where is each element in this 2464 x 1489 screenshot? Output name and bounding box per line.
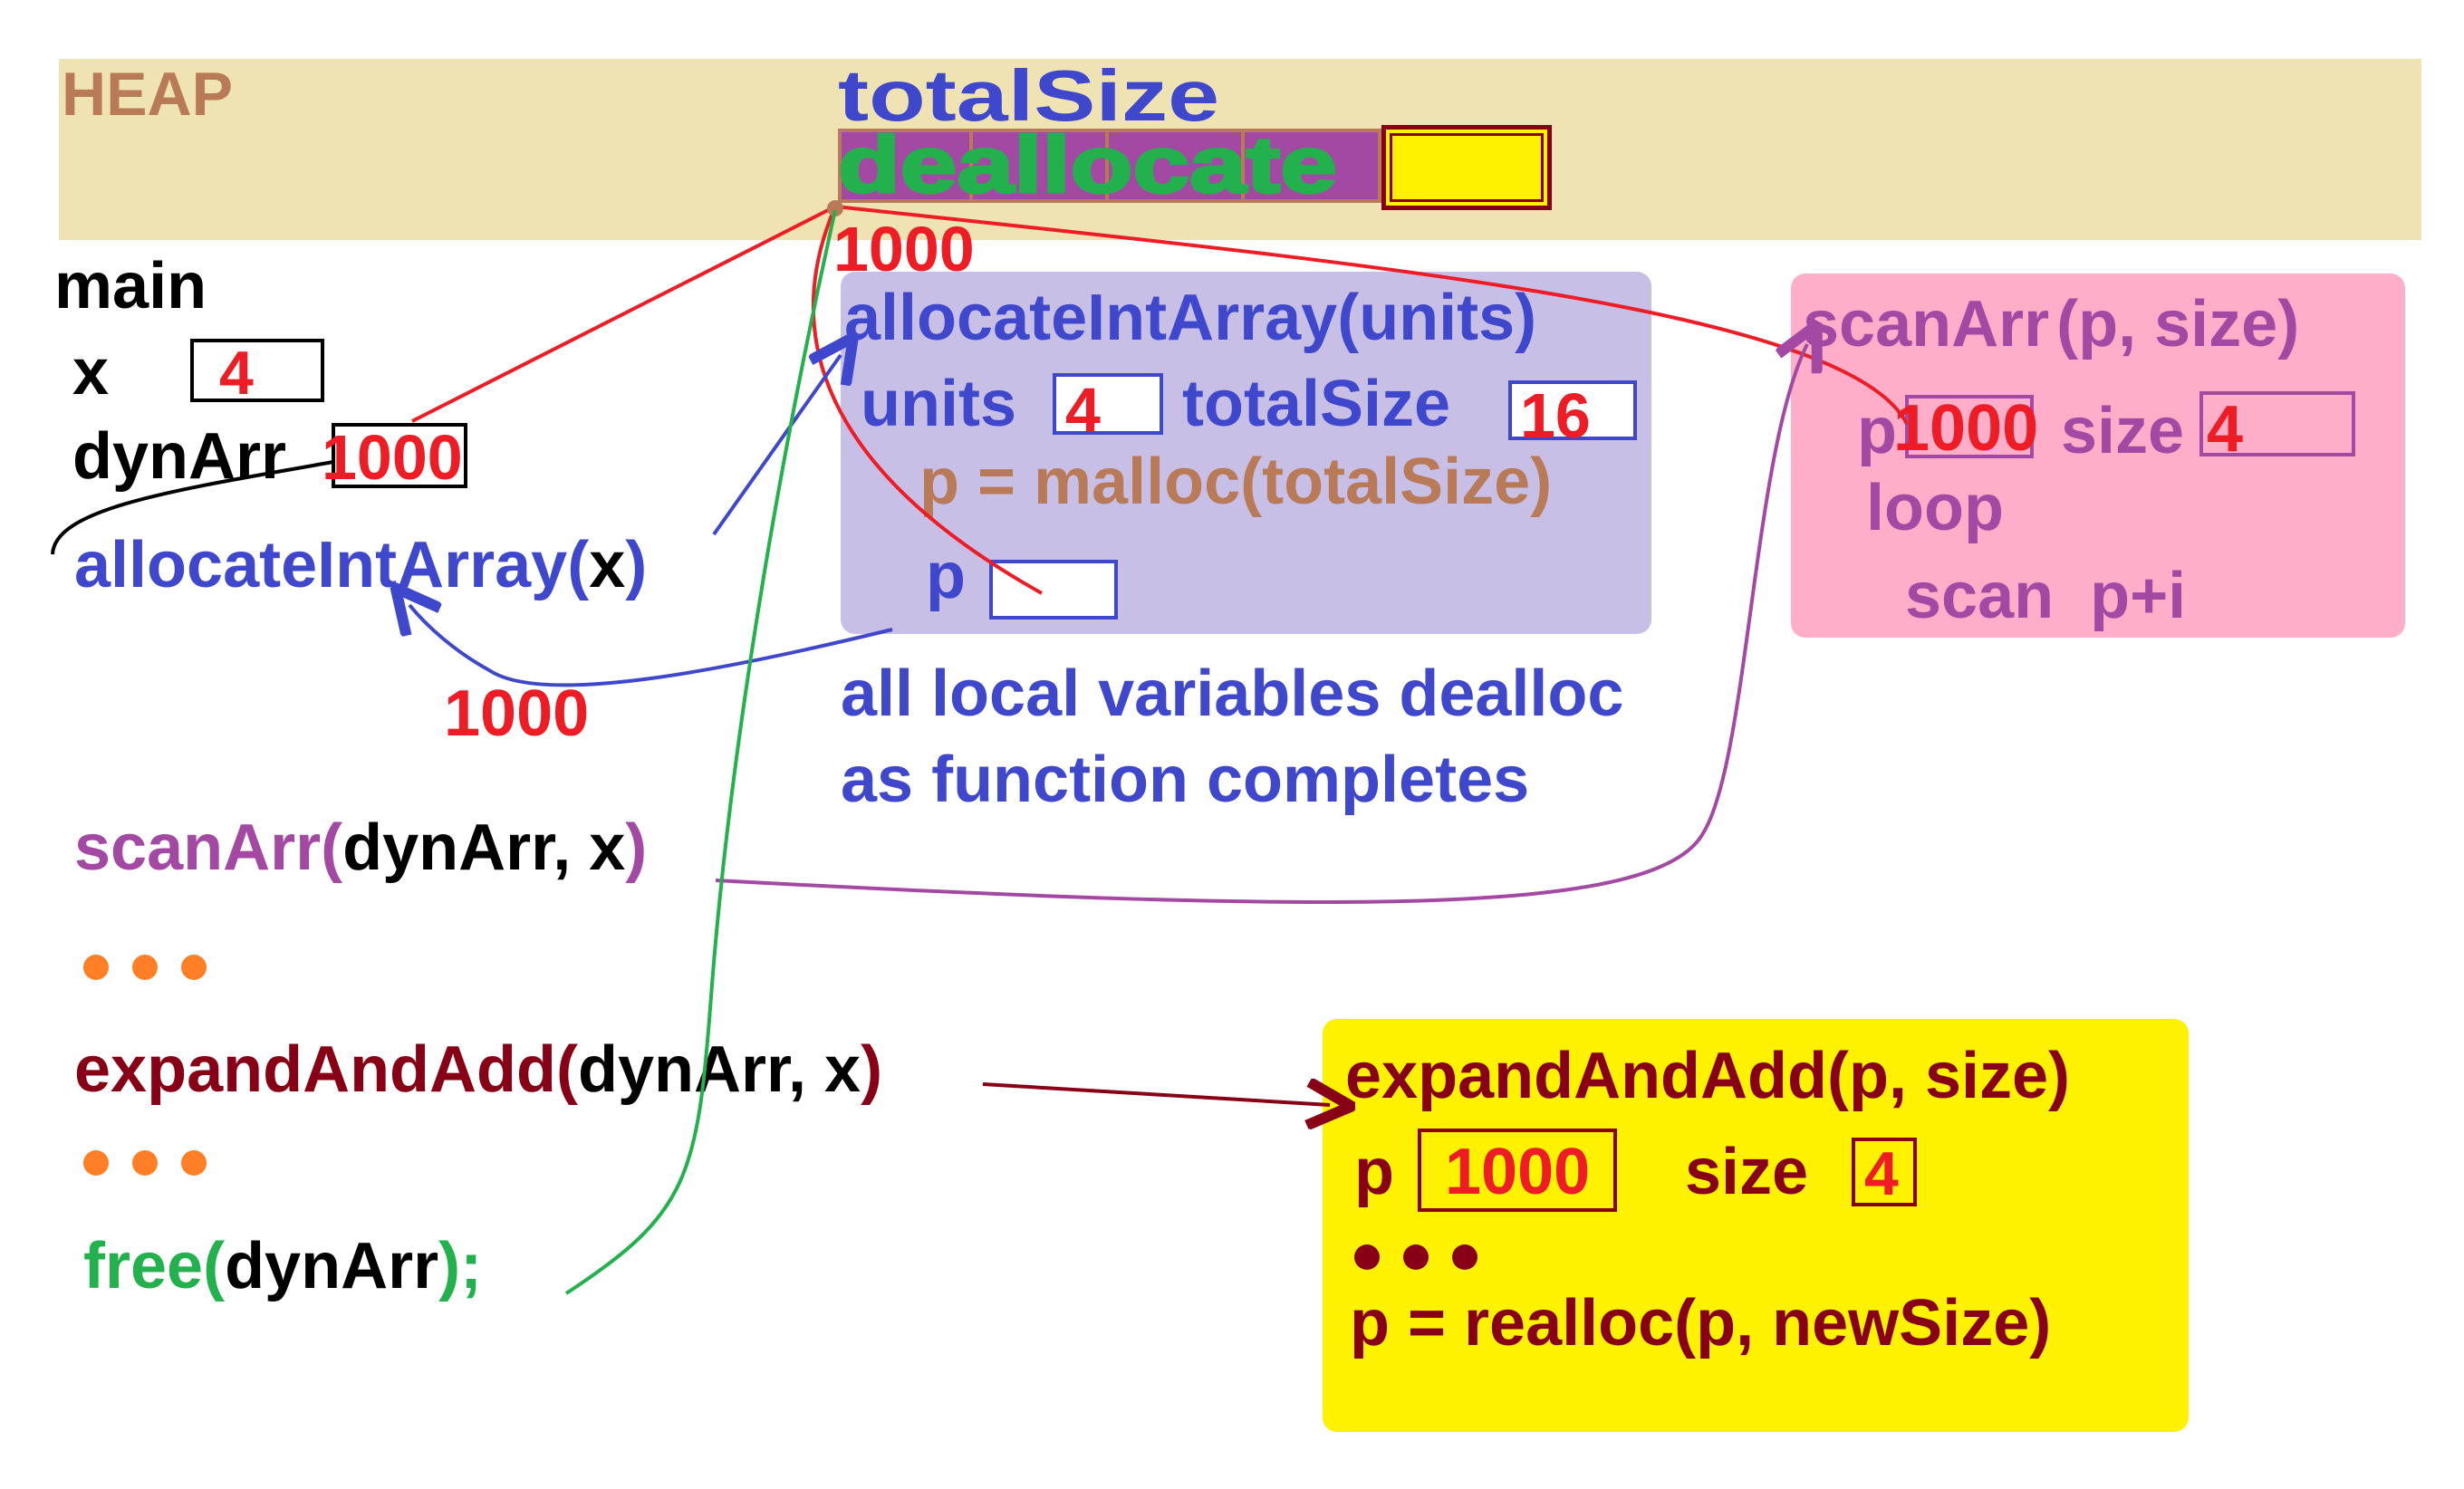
arrow-call-to-scan bbox=[715, 344, 1807, 905]
dot bbox=[83, 955, 109, 980]
arrow-return-to-caller bbox=[409, 605, 893, 687]
allocate-total-value: 16 bbox=[1520, 380, 1591, 451]
allocate-malloc-line: p = malloc(totalSize) bbox=[919, 446, 1553, 518]
allocate-total-box bbox=[1508, 380, 1637, 440]
call-scan-fn: scanArr( bbox=[74, 812, 343, 884]
note-line-2: as function completes bbox=[841, 744, 1530, 816]
allocate-units-box bbox=[1053, 373, 1163, 435]
heap-block-divider-3 bbox=[1241, 129, 1245, 203]
dot bbox=[83, 1150, 109, 1176]
heap-block-divider-2 bbox=[1105, 129, 1109, 203]
note-line-1: all local variables dealloc bbox=[841, 658, 1624, 730]
expand-p-box bbox=[1418, 1129, 1617, 1212]
heap-block-cells bbox=[838, 129, 1381, 203]
var-x-value: 4 bbox=[219, 339, 254, 408]
call-allocate-fn: allocateIntArray( bbox=[74, 529, 590, 601]
scan-scan-line: scan p+i bbox=[1905, 560, 2187, 632]
scan-size-box bbox=[2199, 391, 2355, 456]
heap-address-label: 1000 bbox=[833, 214, 975, 284]
call-expand-fn: expandAndAdd( bbox=[74, 1033, 578, 1106]
expand-ellipsis-dots bbox=[1354, 1244, 1501, 1273]
return-value: 1000 bbox=[444, 677, 590, 750]
var-dynarr-value: 1000 bbox=[322, 422, 463, 493]
allocate-units-label: units bbox=[861, 368, 1016, 440]
call-scan-close: ) bbox=[625, 812, 648, 884]
arrow-dynarr-to-heap bbox=[411, 205, 836, 423]
allocate-units-value: 4 bbox=[1065, 375, 1101, 446]
scan-signature-args: (p, size) bbox=[2056, 288, 2300, 360]
expand-signature: expandAndAdd(p, size) bbox=[1345, 1040, 2071, 1112]
expand-size-value: 4 bbox=[1864, 1139, 1899, 1208]
scan-p-value: 1000 bbox=[1893, 392, 2039, 465]
dot bbox=[181, 955, 207, 980]
arrow-call-to-expand bbox=[982, 1084, 1330, 1105]
arrow-free-to-heap bbox=[564, 209, 837, 1295]
allocate-panel bbox=[841, 272, 1651, 634]
heap-total-size-label: totalSize bbox=[838, 55, 1220, 136]
expand-size-box bbox=[1852, 1138, 1917, 1206]
call-expand-close: ) bbox=[861, 1033, 883, 1106]
heap-address-point bbox=[827, 200, 843, 216]
scan-p-label: p bbox=[1857, 395, 1897, 467]
call-scan: scanArr(dynArr, x) bbox=[74, 815, 647, 880]
scan-signature-fn: scanArr bbox=[1803, 288, 2050, 360]
scan-size-label: size bbox=[2061, 395, 2185, 467]
allocate-p-box bbox=[989, 560, 1118, 620]
expand-p-label: p bbox=[1354, 1136, 1394, 1208]
dot bbox=[1354, 1244, 1380, 1270]
ellipsis-dots-1 bbox=[83, 955, 230, 984]
dot bbox=[132, 955, 158, 980]
call-allocate: allocateIntArray(x) bbox=[74, 533, 647, 598]
call-scan-args: dynArr, x bbox=[342, 812, 626, 884]
heap-deallocate-label: deallocate bbox=[836, 120, 1339, 209]
expand-size-label: size bbox=[1685, 1136, 1809, 1208]
arrow-call-curve bbox=[51, 460, 334, 555]
heap-block-last-cell bbox=[1381, 125, 1552, 210]
call-free: free(dynArr); bbox=[83, 1234, 482, 1299]
allocate-p-label: p bbox=[926, 540, 966, 612]
scan-p-box bbox=[1905, 395, 2034, 458]
expand-p-value: 1000 bbox=[1445, 1136, 1591, 1208]
call-expand: expandAndAdd(dynArr, x) bbox=[74, 1037, 882, 1102]
var-dynarr-box bbox=[332, 423, 467, 488]
var-x-label: x bbox=[72, 336, 110, 408]
heap-label: HEAP bbox=[62, 60, 233, 129]
scan-signature: scanArr(p, size) bbox=[1803, 292, 2299, 357]
ellipsis-dots-2 bbox=[83, 1150, 230, 1179]
call-free-close: ); bbox=[438, 1230, 483, 1302]
expand-panel bbox=[1323, 1019, 2189, 1432]
arrow-allocate-p-to-heap bbox=[811, 206, 1043, 595]
call-free-arg: dynArr bbox=[225, 1230, 439, 1302]
arrow-call-to-allocate bbox=[712, 355, 841, 536]
dot bbox=[181, 1150, 207, 1176]
scan-loop-line: loop bbox=[1866, 472, 2004, 544]
arrow-scan-p-to-heap bbox=[834, 205, 1909, 425]
dot bbox=[1452, 1244, 1477, 1270]
expand-realloc-line: p = realloc(p, newSize) bbox=[1350, 1287, 2052, 1359]
dot bbox=[1403, 1244, 1429, 1270]
var-x-box bbox=[190, 339, 324, 402]
scan-size-value: 4 bbox=[2207, 393, 2244, 466]
call-expand-args: dynArr, x bbox=[577, 1033, 861, 1106]
dot bbox=[132, 1150, 158, 1176]
heap-block-divider-1 bbox=[969, 129, 973, 203]
call-allocate-arg: x bbox=[589, 529, 626, 601]
call-allocate-close: ) bbox=[625, 529, 648, 601]
main-label: main bbox=[54, 250, 207, 322]
allocate-signature: allocateIntArray(units) bbox=[844, 282, 1537, 354]
allocate-total-label: totalSize bbox=[1182, 368, 1451, 440]
call-free-fn: free( bbox=[83, 1230, 226, 1302]
